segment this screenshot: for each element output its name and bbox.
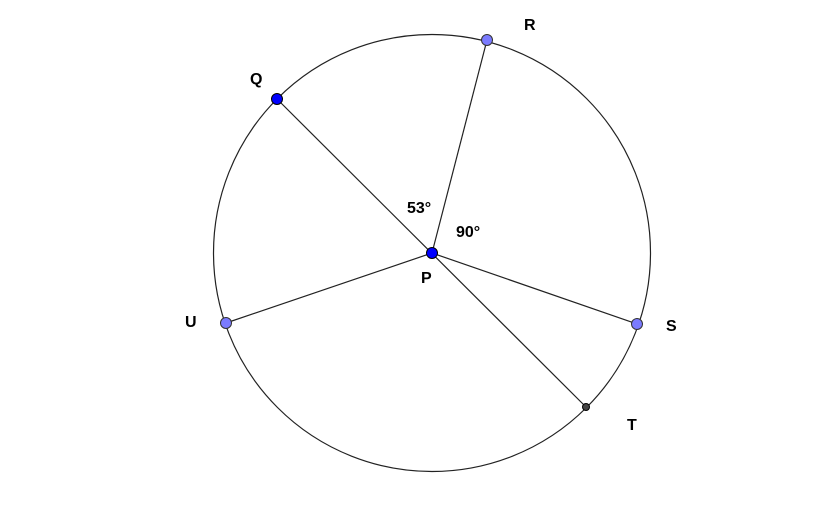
label-S: S	[666, 318, 677, 335]
point-S[interactable]	[631, 318, 643, 330]
point-Q[interactable]	[271, 93, 283, 105]
point-P[interactable]	[426, 247, 438, 259]
segment-PU	[225, 252, 433, 324]
angle-label-RPS: 90°	[456, 224, 480, 241]
point-R[interactable]	[481, 34, 493, 46]
label-Q: Q	[250, 71, 262, 88]
label-T: T	[627, 417, 637, 434]
label-U: U	[185, 314, 197, 331]
point-U[interactable]	[220, 317, 232, 329]
angle-label-QPR: 53°	[407, 200, 431, 217]
point-T[interactable]	[582, 403, 590, 411]
label-R: R	[524, 17, 536, 34]
segment-PR	[431, 39, 488, 254]
segment-PS	[431, 252, 638, 325]
label-P: P	[421, 270, 432, 287]
circle	[212, 33, 652, 473]
